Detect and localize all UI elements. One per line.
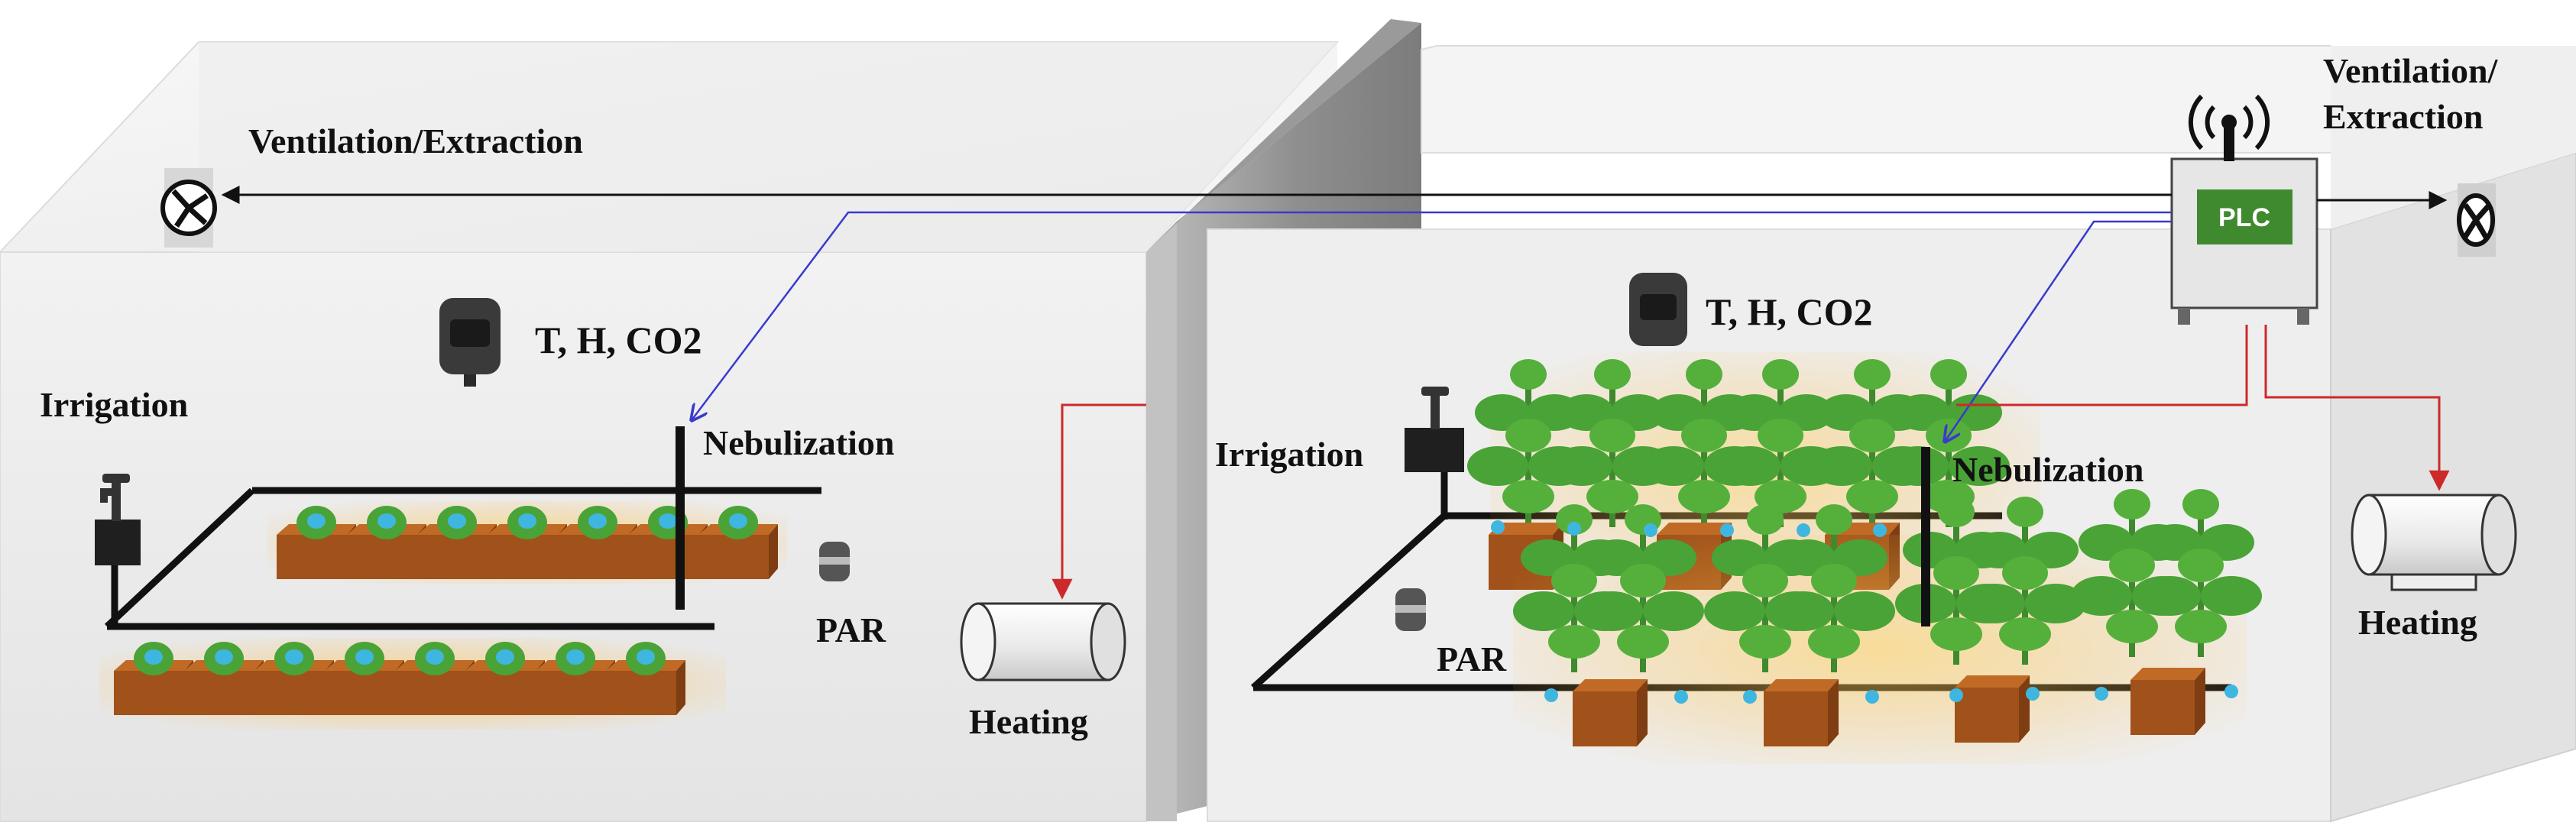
nebulization-droplets [1491,520,2238,704]
right-ventilation-label-line2: Extraction [2323,97,2484,136]
left-ventilation-label: Ventilation/Extraction [248,121,583,160]
left-sensor-label: T, H, CO2 [535,319,702,361]
right-par-label: PAR [1437,639,1507,678]
par-sensor-icon [819,542,850,581]
left-nebulization-bar [676,426,685,610]
faucet-icon [95,474,141,565]
right-irrigation-label: Irrigation [1215,435,1363,474]
wifi-antenna-icon [2188,94,2270,161]
left-lower-pot-row [99,638,726,730]
right-greenhouse: Ventilation/ Extraction PLC T, H, CO2 Ir… [1207,45,2576,823]
right-side-wall [2330,151,2576,823]
left-nebulization-control-line [692,211,2172,420]
right-ventilation-label-line1: Ventilation/ [2323,51,2499,90]
left-heating-label: Heating [969,702,1088,741]
par-sensor-icon [1395,588,1426,631]
left-greenhouse: Ventilation/Extraction T, H, CO2 Irrigat… [0,41,1340,822]
right-heating-line [2264,325,2450,491]
left-nebulization-label: Nebulization [703,423,894,462]
right-nebulization-bar [1921,447,1930,626]
plc-to-plants-red-line [1956,325,2248,406]
left-irrigation-label: Irrigation [40,385,188,424]
right-heating-label: Heating [2358,603,2477,642]
right-nebulization-label: Nebulization [1952,450,2143,489]
sensor-icon [439,298,501,387]
right-front-plant-row [1513,489,2262,764]
plc-label: PLC [2218,203,2270,232]
faucet-icon [1405,387,1464,472]
left-par-label: PAR [816,610,886,649]
fan-icon [160,168,217,248]
heater-tank-icon [960,602,1126,681]
heater-tank-icon [2351,494,2517,591]
fan-icon [2457,183,2496,257]
connection-lines [221,186,2450,491]
left-back-wall [199,42,1337,252]
left-irrigation-pipes [104,487,821,630]
sensor-icon [1629,273,1687,346]
plc-box-icon: PLC [2170,157,2318,325]
right-nebulization-control-line [1945,220,2172,442]
right-roof [1421,45,2463,154]
left-upper-pot-row [267,500,787,584]
right-sensor-label: T, H, CO2 [1706,290,1873,333]
